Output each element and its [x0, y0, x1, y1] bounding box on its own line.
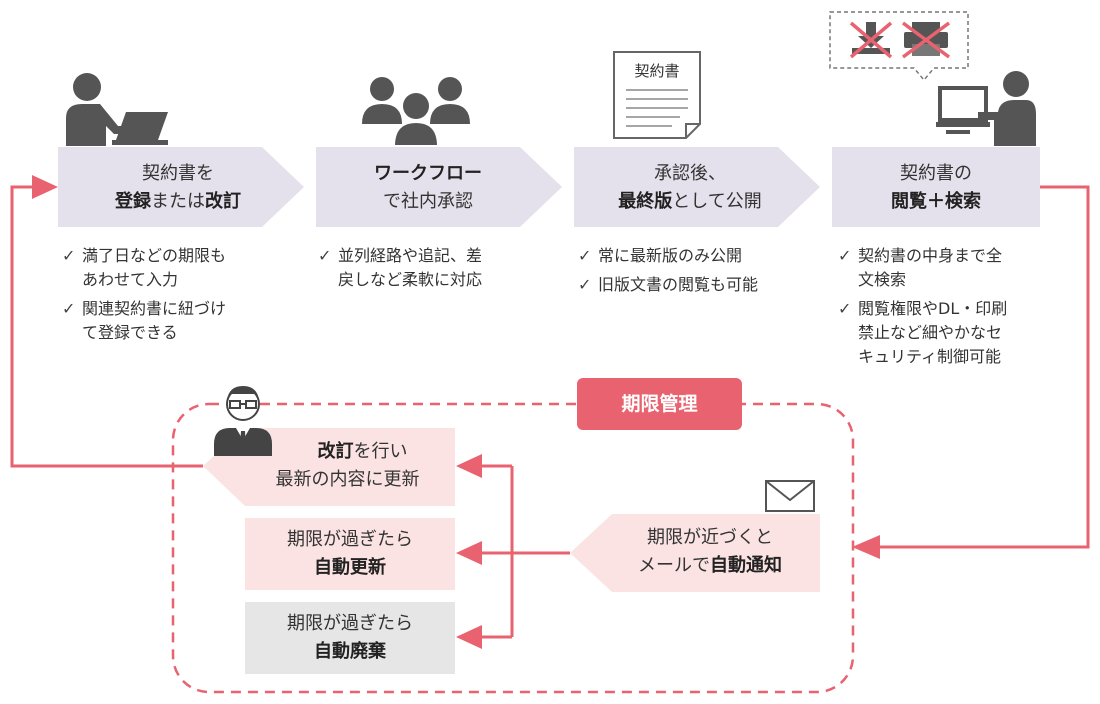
step-2-line2: で社内承認	[383, 191, 473, 212]
flow-line-left	[10, 185, 203, 468]
auto-discard-line2: 自動廃棄	[314, 641, 386, 662]
person-computer-icon	[936, 71, 1036, 146]
step-2-label: ワークフロー で社内承認	[328, 160, 528, 216]
check-icon: ✓	[62, 246, 76, 265]
arrowhead-revise	[456, 454, 482, 478]
step-1-or: または	[151, 191, 205, 212]
note-line: 戻しなど柔軟に対応	[338, 270, 483, 289]
check-icon: ✓	[578, 246, 592, 265]
arrowhead-renew	[456, 541, 482, 565]
step-box-4	[832, 147, 1040, 227]
group-icon	[362, 77, 470, 147]
list-item: ✓ 契約書の中身まで全文検索	[838, 244, 1078, 292]
notify-pre: メールで	[638, 555, 710, 576]
note-line: 常に最新版のみ公開	[598, 246, 743, 265]
notify-text: 期限が近づくと メールで自動通知	[600, 524, 820, 580]
step-3-label: 承認後、 最終版として公開	[590, 160, 790, 216]
step-1-line2: 登録または改訂	[78, 188, 278, 216]
step-3-notes: ✓ 常に最新版のみ公開 ✓ 旧版文書の閲覧も可能	[578, 244, 818, 302]
revise-rest: を行い	[353, 441, 408, 462]
revise-bold: 改訂	[317, 441, 354, 462]
note-line: 禁止など細やかなセ	[858, 323, 1003, 342]
notify-chevron	[570, 514, 820, 592]
step-1-label: 契約書を 登録または改訂	[78, 160, 278, 216]
step-4-notes: ✓ 契約書の中身まで全文検索 ✓ 閲覧権限やDL・印刷禁止など細やかなセキュリティ制…	[838, 244, 1078, 374]
check-icon: ✓	[838, 299, 852, 318]
arrowhead-discard	[456, 625, 482, 649]
note-line: 文検索	[858, 270, 907, 289]
auto-renew-line1: 期限が過ぎたら	[287, 529, 413, 550]
note-line: 満了日などの期限も	[82, 246, 227, 265]
step-chevron-2	[316, 147, 562, 227]
check-icon: ✓	[62, 299, 76, 318]
step-1-bold-register: 登録	[115, 191, 151, 212]
step-3-bold-final: 最終版	[618, 191, 673, 212]
download-prohibited-icon	[849, 21, 893, 59]
note-line: 並列経路や追記、差	[338, 246, 483, 265]
deadline-management-badge: 期限管理	[577, 378, 742, 430]
step-3-rest: として公開	[672, 191, 762, 212]
list-item: ✓ 関連契約書に紐づけて登録できる	[62, 297, 282, 345]
step-1-bold-revise: 改訂	[205, 191, 241, 212]
step-3-line2: 最終版として公開	[590, 188, 790, 216]
revise-line1: 改訂を行い	[240, 438, 455, 466]
notify-line1: 期限が近づくと	[647, 527, 773, 548]
check-icon: ✓	[578, 275, 592, 294]
step-chevron-3	[574, 147, 820, 227]
auto-discard-line1: 期限が過ぎたら	[287, 613, 413, 634]
auto-renew-line2: 自動更新	[314, 557, 386, 578]
step-4-label: 契約書の 閲覧＋検索	[836, 160, 1036, 216]
list-item: ✓ 満了日などの期限もあわせて入力	[62, 244, 282, 292]
document-icon	[613, 51, 701, 139]
list-item: ✓ 閲覧権限やDL・印刷禁止など細やかなセキュリティ制御可能	[838, 297, 1078, 369]
print-prohibited-icon	[901, 21, 951, 59]
revise-line2: 最新の内容に更新	[275, 469, 420, 490]
check-icon: ✓	[318, 246, 332, 265]
auto-renew-text: 期限が過ぎたら 自動更新	[245, 526, 455, 582]
auto-renew-box	[245, 518, 455, 590]
step-4-line2: 閲覧＋検索	[891, 191, 981, 212]
document-label: 契約書	[634, 62, 680, 80]
note-line: 旧版文書の閲覧も可能	[598, 275, 759, 294]
step-1-notes: ✓ 満了日などの期限もあわせて入力 ✓ 関連契約書に紐づけて登録できる	[62, 244, 282, 350]
envelope-icon	[765, 480, 815, 512]
step-2-line1: ワークフロー	[374, 163, 482, 184]
arrowhead-to-register	[32, 175, 58, 199]
check-icon: ✓	[838, 246, 852, 265]
deadline-region	[171, 402, 855, 694]
list-item: ✓ 旧版文書の閲覧も可能	[578, 273, 818, 297]
note-line: 関連契約書に紐づけ	[82, 299, 227, 318]
person-laptop-icon	[66, 73, 168, 146]
auto-discard-box	[245, 602, 455, 674]
list-item: ✓ 並列経路や追記、差戻しなど柔軟に対応	[318, 244, 548, 292]
revise-text: 改訂を行い 最新の内容に更新	[240, 438, 455, 494]
notify-bold: 自動通知	[710, 555, 782, 576]
note-line: て登録できる	[82, 323, 178, 342]
step-chevron-1	[58, 147, 304, 227]
note-line: 閲覧権限やDL・印刷	[858, 299, 1008, 318]
step-1-line1: 契約書を	[142, 163, 214, 184]
step-3-line1: 承認後、	[654, 163, 726, 184]
flow-line-right	[878, 185, 1090, 549]
note-line: キュリティ制御可能	[858, 347, 1002, 366]
note-line: 契約書の中身まで全	[858, 246, 1003, 265]
step-4-line1: 契約書の	[900, 163, 972, 184]
businessman-icon	[214, 386, 272, 456]
step-2-notes: ✓ 並列経路や追記、差戻しなど柔軟に対応	[318, 244, 548, 297]
auto-discard-text: 期限が過ぎたら 自動廃棄	[245, 610, 455, 666]
list-item: ✓ 常に最新版のみ公開	[578, 244, 818, 268]
notify-line2: メールで自動通知	[600, 552, 820, 580]
note-line: あわせて入力	[82, 270, 179, 289]
arrowhead-to-notify	[852, 535, 880, 559]
